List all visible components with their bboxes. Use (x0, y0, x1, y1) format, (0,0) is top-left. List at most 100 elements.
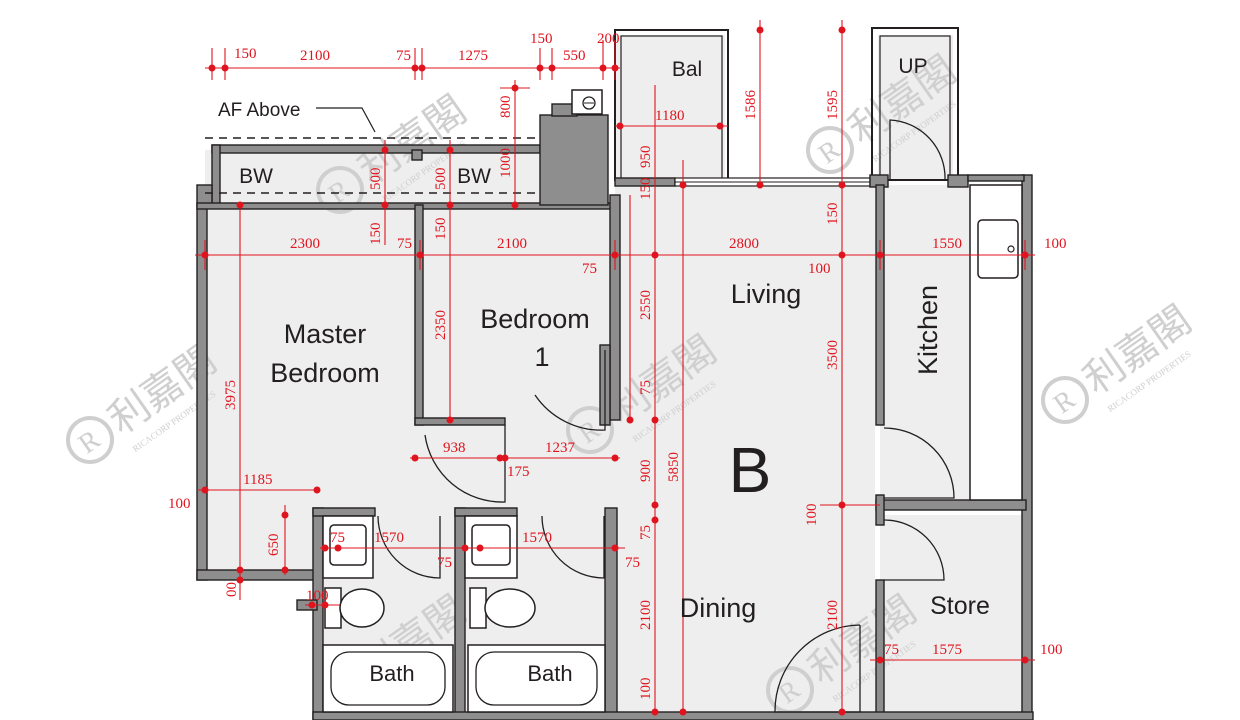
bath-left-label: Bath (369, 661, 414, 686)
kitchen-jamb (875, 494, 885, 526)
dim-label: 1237 (545, 440, 576, 456)
af-leader-line (316, 107, 376, 133)
bath-right-top-wall (454, 507, 518, 517)
dim-label: 1000 (498, 148, 514, 178)
dim-label: 100 (168, 496, 191, 512)
bath-right-outer-wall (604, 507, 618, 720)
dim-label: 500 (433, 168, 449, 191)
dim-label: 1550 (932, 236, 962, 252)
dim-label: 2800 (729, 236, 759, 252)
svg-text:R: R (813, 134, 846, 170)
dim-label: 75 (582, 261, 597, 277)
dim-label: 2100 (638, 600, 654, 630)
bedroom1-door-swing (534, 350, 606, 431)
bed1-bottom-wall-left (414, 417, 506, 426)
bath-right-door-swing (541, 515, 605, 579)
dim-label: 550 (563, 48, 586, 64)
dim-label: 75 (625, 555, 640, 571)
bathtub-left (322, 644, 454, 713)
dim-label: 1570 (374, 530, 404, 546)
utility-platform-label: UP (898, 55, 927, 78)
dim-label: 100 (306, 588, 329, 604)
dim-label: 3500 (825, 340, 841, 370)
corridor-floor (420, 420, 615, 515)
master-bedroom-label: Bedroom (270, 358, 380, 388)
balcony-floor (615, 35, 725, 185)
utility-platform-inner (879, 35, 951, 181)
dim-label: 938 (443, 440, 466, 456)
kitchen-sink (977, 219, 1019, 279)
dim-label: 5850 (666, 452, 682, 482)
walls (196, 27, 1034, 720)
bath-divider-wall (454, 507, 466, 720)
bay-window-left-wall (211, 144, 221, 206)
svg-text:R: R (73, 424, 106, 460)
entry-door-swing (774, 624, 861, 713)
store-floor (880, 515, 1025, 715)
dimension-labels: 150 2100 75 1275 150 550 200 800 1000 50… (168, 31, 1067, 700)
bay-window-floor (205, 150, 540, 205)
bay-window-divider (411, 149, 423, 161)
dim-label: 1185 (243, 472, 272, 488)
toilet-left (324, 587, 385, 629)
dim-label: 75 (638, 525, 654, 540)
balcony-label: Bal (672, 58, 702, 81)
store-left-wall (875, 579, 885, 720)
dim-label: 1180 (655, 108, 684, 124)
dim-label: 175 (507, 464, 530, 480)
kitchen-left-wall (875, 184, 885, 426)
bay-window-top-wall (211, 144, 541, 154)
dim-label: 100 (638, 678, 654, 701)
master-door-swing (424, 425, 506, 503)
basin-right (471, 524, 511, 566)
dim-label: 1575 (932, 642, 962, 658)
dim-label: 75 (396, 48, 411, 64)
dim-label: 200 (597, 31, 620, 47)
dim-label: 150 (433, 218, 449, 241)
dim-label: 1570 (522, 530, 552, 546)
basin-left (329, 524, 367, 566)
dim-label: 100 (1044, 236, 1067, 252)
dining-label: Dining (680, 593, 757, 623)
kitchen-corner-wall-right (947, 174, 969, 188)
master-bed1-partition (414, 204, 424, 426)
dim-label: 150 (530, 31, 553, 47)
living-label: Living (731, 279, 802, 309)
up-door-swing (889, 119, 946, 181)
toilet-right (469, 587, 536, 629)
dim-label: 1275 (458, 48, 488, 64)
dim-label: 800 (498, 96, 514, 119)
dim-label: 1586 (743, 90, 759, 121)
dim-label: 150 (234, 46, 257, 62)
dim-label: 2100 (825, 600, 841, 630)
left-corner-wall (196, 184, 213, 206)
dim-label: 100 (804, 504, 820, 527)
af-above-label: AF Above (218, 100, 300, 121)
dim-label: 150 (638, 178, 654, 201)
master-bedroom-label: Master (284, 319, 367, 349)
dim-label: 500 (368, 168, 384, 191)
dim-label: 2350 (433, 310, 449, 340)
store-door-swing (883, 519, 945, 581)
service-core (539, 114, 609, 206)
kitchen-store-wall (875, 499, 1027, 511)
dim-label: 150 (825, 203, 841, 226)
kitchen-door-swing (883, 427, 955, 499)
dim-label: 100 (1040, 642, 1063, 658)
dim-label: 900 (638, 460, 654, 483)
dim-label: 75 (330, 530, 345, 546)
dim-label: 2100 (300, 48, 330, 64)
bedroom1-label: Bedroom (480, 304, 590, 334)
dim-label: 3975 (223, 380, 239, 410)
bath-right-label: Bath (527, 661, 572, 686)
bay-window-label: BW (239, 165, 273, 188)
dim-label: 75 (638, 380, 654, 395)
bath-left-outer-wall (312, 507, 324, 720)
dim-label: 100 (808, 261, 831, 277)
dim-label: 2100 (497, 236, 527, 252)
bath-left-door-swing (377, 515, 441, 579)
dim-label: 2550 (638, 290, 654, 320)
dimension-dots (201, 26, 1029, 716)
watermark: R 利嘉閣 RICACORP PROPERTIES (1041, 297, 1199, 424)
